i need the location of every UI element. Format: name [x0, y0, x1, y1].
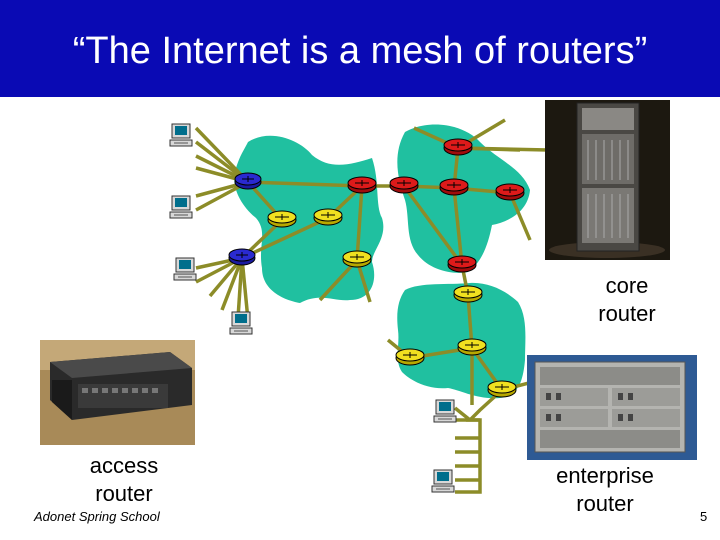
link: [453, 406, 472, 422]
router-icon: [487, 380, 517, 398]
desktop-computer-icon: [431, 469, 455, 493]
desktop-computer-icon: [173, 257, 197, 281]
desktop-computer-icon: [433, 399, 457, 423]
access-router-image: [40, 340, 195, 445]
router-icon: [234, 172, 262, 190]
network-cloud-top-right: [397, 124, 530, 273]
router-icon: [228, 248, 256, 266]
link: [452, 187, 464, 266]
router-icon: [313, 208, 343, 226]
access-router-label: access router: [89, 453, 159, 506]
desktop-computer-icon: [229, 311, 253, 335]
page-number: 5: [700, 509, 708, 524]
router-icon: [447, 255, 477, 273]
link: [402, 184, 464, 267]
core-router-image: [545, 100, 670, 260]
core-router-label: core router: [598, 273, 656, 326]
link: [220, 257, 244, 311]
router-icon: [439, 178, 469, 196]
enterprise-router-label: enterprise router: [556, 463, 654, 516]
router-icon: [267, 210, 297, 228]
title-bar: “The Internet is a mesh of routers”: [0, 0, 720, 97]
link: [457, 146, 549, 152]
enterprise-bus: [455, 388, 504, 494]
link: [241, 216, 329, 260]
footer-school: Adonet Spring School: [34, 509, 160, 524]
router-icon: [453, 285, 483, 303]
slide-title: “The Internet is a mesh of routers”: [72, 30, 648, 72]
link: [355, 185, 364, 261]
router-icon: [347, 176, 377, 194]
desktop-computer-icon: [169, 195, 193, 219]
link: [194, 126, 250, 184]
router-icon: [443, 138, 473, 156]
routers: [228, 138, 525, 398]
desktop-computer-icon: [169, 123, 193, 147]
router-icon: [495, 183, 525, 201]
link: [508, 192, 532, 241]
link: [240, 257, 250, 321]
router-icon: [389, 176, 419, 194]
link: [247, 180, 363, 188]
router-icon: [395, 348, 425, 366]
enterprise-router-image: [527, 355, 697, 460]
router-icon: [457, 338, 487, 356]
router-icon: [342, 250, 372, 268]
